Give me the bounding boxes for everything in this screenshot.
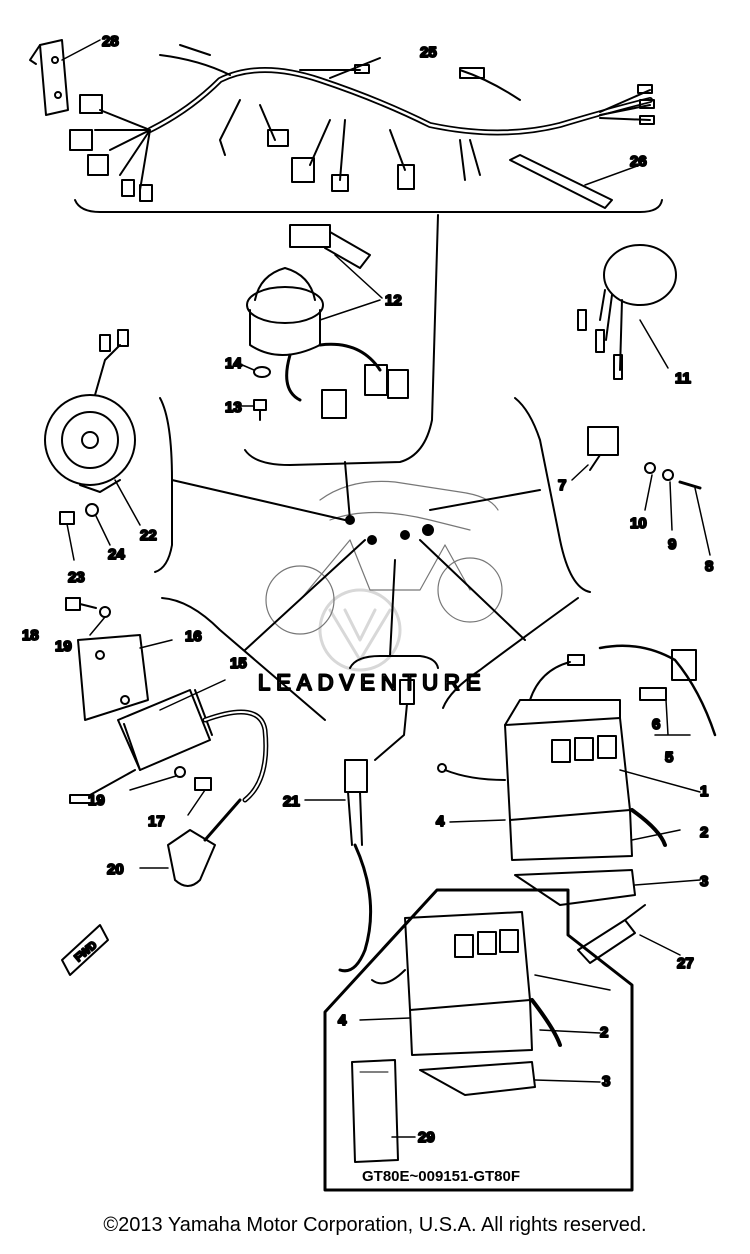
callout-6: 6 [652, 716, 660, 733]
callout-17: 17 [148, 813, 165, 830]
callout-28: 28 [102, 33, 119, 50]
screw-part-23 [59, 511, 75, 561]
callout-11: 11 [675, 370, 691, 387]
callout-18: 18 [22, 627, 39, 644]
main-switch [246, 224, 409, 419]
wire-harness [69, 44, 655, 202]
spark-plug-cap [139, 798, 242, 887]
washer-part-24 [85, 503, 111, 546]
callout-15: 15 [230, 655, 247, 672]
flasher-relay [577, 244, 677, 380]
bolt-part-18 [65, 597, 97, 611]
callout-5: 5 [665, 749, 673, 766]
copyright-notice: ©2013 Yamaha Motor Corporation, U.S.A. A… [103, 1214, 647, 1236]
callout-10: 10 [630, 515, 647, 532]
callout-19-top: 19 [55, 638, 72, 655]
callout-29: 29 [418, 1129, 435, 1146]
fwd-arrow-icon [61, 924, 109, 976]
callout-22: 22 [140, 527, 157, 544]
callout-24: 24 [108, 546, 125, 563]
cdi-unit [69, 679, 269, 804]
wire-band [509, 154, 641, 209]
callout-4-inset: 4 [338, 1012, 347, 1029]
callout-9: 9 [668, 536, 676, 553]
callout-7: 7 [558, 477, 566, 494]
inset-title: GT80E~009151-GT80F [362, 1168, 520, 1185]
washer-part-14 [239, 363, 271, 378]
spark-plug [577, 904, 681, 964]
horn [44, 329, 141, 526]
callout-27: 27 [677, 955, 694, 972]
callout-26: 26 [630, 153, 647, 170]
callout-8: 8 [705, 558, 713, 575]
callout-25: 25 [420, 44, 437, 61]
watermark-text: LEADVENTURE [258, 670, 487, 695]
callout-13: 13 [225, 399, 242, 416]
callout-20: 20 [107, 861, 124, 878]
callout-14: 14 [225, 355, 242, 372]
callout-3: 3 [700, 873, 708, 890]
bracket-part [29, 39, 101, 116]
bolt-part-17 [187, 777, 212, 816]
relay-bracket [571, 426, 711, 556]
callout-2-inset: 2 [600, 1024, 608, 1041]
cdi-cover [77, 634, 173, 721]
washer-part-19 [89, 606, 186, 791]
callout-12: 12 [385, 292, 402, 309]
battery-upper [437, 654, 701, 906]
fuse-holder-part-5 [598, 644, 717, 737]
location-leaders [171, 461, 541, 657]
callout-3-inset: 3 [602, 1073, 610, 1090]
watermark [318, 588, 402, 672]
callout-23: 23 [68, 569, 85, 586]
inset-frame [323, 888, 634, 1192]
manual-part-29 [351, 1059, 416, 1163]
callout-21: 21 [283, 793, 300, 810]
callout-19-bottom: 19 [88, 792, 105, 809]
callout-2: 2 [700, 824, 708, 841]
screw-part-13 [239, 399, 267, 421]
callout-1: 1 [700, 783, 708, 800]
callout-16: 16 [185, 628, 202, 645]
neutral-switch [304, 679, 415, 973]
battery-inset [359, 911, 611, 1096]
callout-4: 4 [436, 813, 445, 830]
